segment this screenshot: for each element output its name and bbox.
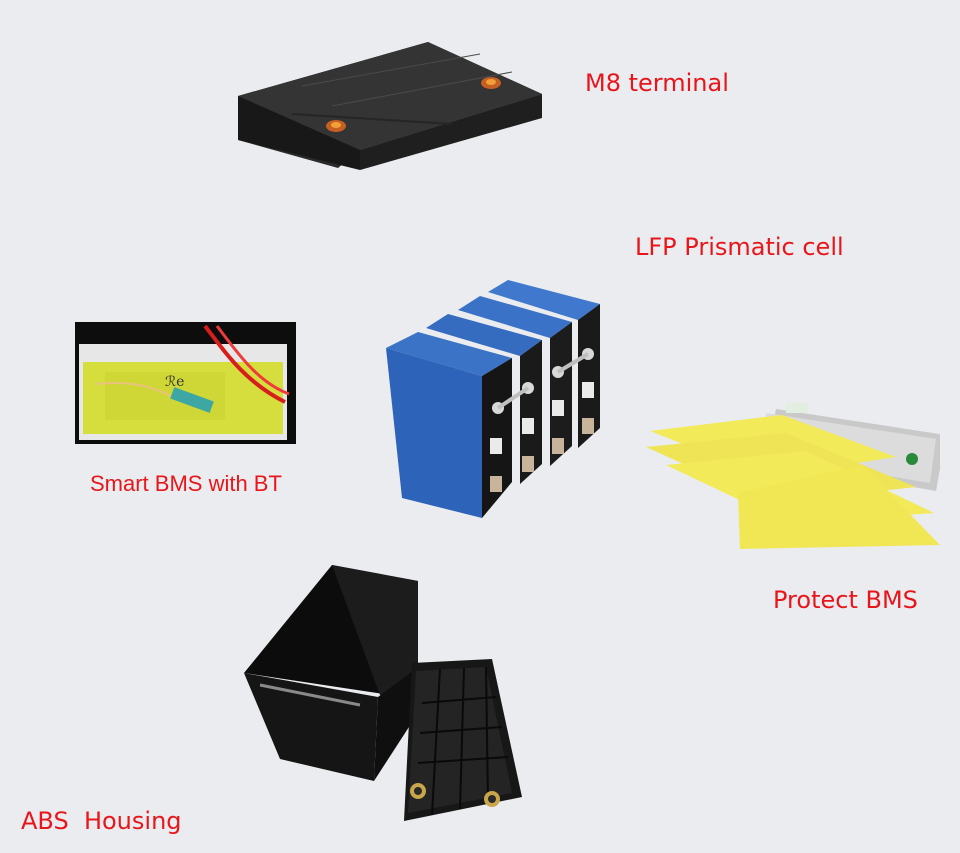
- lfp-cells-icon: [382, 278, 604, 524]
- battery-lid-icon: [232, 36, 548, 172]
- svg-text:ℛe: ℛe: [165, 374, 184, 390]
- protect-bms-icon: [646, 395, 940, 549]
- protect-bms-label: Protect BMS: [773, 586, 918, 614]
- smart-bms-photo: ℛe: [75, 322, 296, 444]
- lfp-prismatic-cell-label: LFP Prismatic cell: [635, 233, 844, 261]
- abs-housing-label: ABS Housing: [21, 807, 182, 835]
- abs-housing-icon: [240, 563, 522, 827]
- m8-terminal-label: M8 terminal: [585, 69, 729, 97]
- smart-bms-label: Smart BMS with BT: [90, 471, 282, 496]
